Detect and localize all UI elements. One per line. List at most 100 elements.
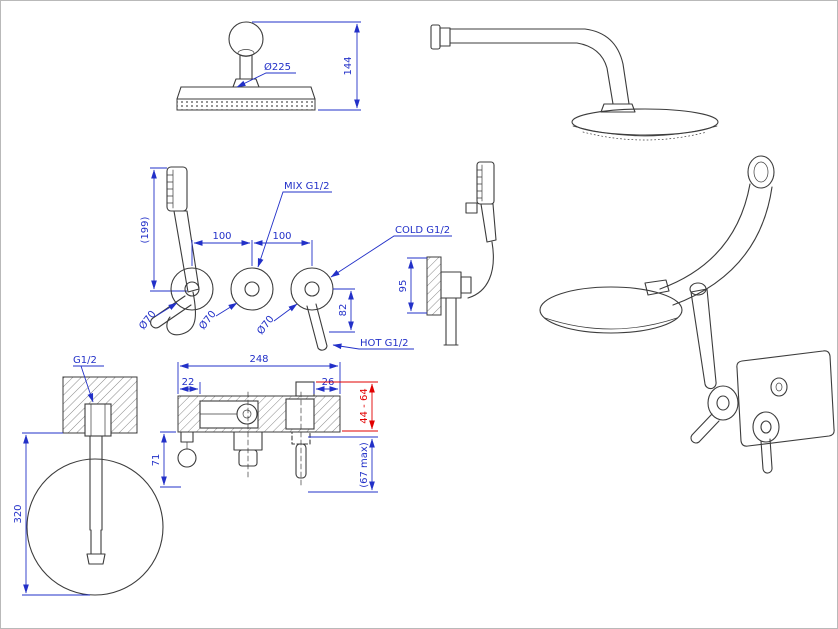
diverter-persp	[770, 377, 788, 397]
flange-collar	[439, 27, 451, 47]
shower-head-disc	[571, 108, 719, 136]
leader-line	[332, 343, 414, 350]
dim-lever-drop: 82	[329, 288, 355, 333]
handshower-cap-persp	[689, 282, 707, 296]
view-section: 248 22 26 44 - 64 71 (67 max)	[151, 354, 378, 493]
dim-label-max-depth: (67 max)	[359, 442, 370, 488]
nozzle-dots	[582, 131, 708, 141]
view-handshower-front: (199)	[140, 166, 200, 336]
knob-center	[230, 267, 274, 311]
label-cold-port: COLD G1/2	[330, 225, 452, 278]
leader-line	[73, 365, 104, 402]
handshower-handle	[173, 210, 200, 293]
drop-pipe	[239, 55, 253, 80]
spray-face	[176, 98, 316, 111]
dim-spout-height: 320	[13, 432, 90, 596]
dim-label-wall-range: 44 - 64	[359, 388, 370, 423]
valve-cap-side	[460, 276, 472, 294]
arm-socket	[237, 49, 255, 57]
dim-label-width: 248	[249, 354, 268, 365]
dim-handshower-length: (199)	[140, 167, 187, 292]
handshower-handle-side	[480, 203, 497, 243]
cartridge-spindle	[242, 409, 252, 419]
arm-outer-line	[449, 28, 630, 105]
label-hot-port: HOT G1/2	[332, 338, 414, 350]
dim-label-lever-drop: 82	[338, 304, 349, 317]
outlet-pipe-side	[443, 297, 459, 346]
wall-flange-persp	[747, 155, 775, 189]
dim-label-left-offset: 22	[182, 377, 195, 388]
dim-side-depth: 95	[398, 257, 427, 314]
extension-lines	[316, 381, 378, 432]
dim-section-width: 248	[177, 354, 341, 394]
extension-lines	[160, 431, 181, 488]
dim-label-dia-center: Ø70	[197, 308, 219, 332]
leader-line	[236, 72, 296, 88]
wall-flange	[430, 24, 441, 50]
dim-label-body-height: 71	[151, 454, 162, 467]
shower-head-persp	[539, 286, 683, 334]
knob2-persp	[752, 411, 780, 443]
hose-loop	[166, 291, 196, 336]
spout-curve-circle	[26, 458, 164, 596]
dim-label-head-diameter: Ø225	[264, 61, 291, 73]
label-spout-thread: G1/2	[73, 355, 104, 402]
dim-section-height: 71	[151, 431, 181, 488]
lever-left	[150, 295, 192, 329]
dim-max-depth: (67 max)	[308, 436, 378, 493]
arm-inner-line	[449, 42, 614, 105]
dim-overhead-diameter: Ø225	[236, 61, 296, 88]
outlet-port	[180, 431, 194, 443]
view-spout-side: G1/2 320	[13, 355, 164, 596]
label-mix-thread: MIX G1/2	[284, 181, 329, 192]
handshower-face-lines	[166, 169, 174, 209]
extension-lines	[22, 432, 90, 596]
knob-left-hub	[184, 281, 200, 297]
lever1-persp	[690, 413, 720, 444]
extension-lines	[308, 436, 378, 493]
view-shower-arm-side	[430, 24, 719, 141]
label-hot-thread: HOT G1/2	[360, 338, 409, 349]
head-underside	[572, 125, 718, 137]
spout-tip	[86, 529, 106, 565]
dim-knob-diameters: Ø70 Ø70 Ø70	[137, 302, 298, 337]
mixer-backplate-persp	[736, 350, 835, 447]
knob-center-hub	[244, 281, 260, 297]
dim-label-right-offset: 26	[322, 377, 335, 388]
spout-pipe	[89, 435, 103, 531]
leader-line	[257, 191, 332, 268]
label-spout-thread-text: G1/2	[73, 355, 97, 366]
extension-lines	[329, 288, 355, 333]
leader-center	[215, 302, 238, 317]
diverter-cavity	[285, 398, 315, 430]
knob-right-hub	[304, 281, 320, 297]
diverter-sleeve	[295, 381, 315, 397]
spout-inlet	[84, 403, 112, 437]
handshower-body-persp	[690, 288, 717, 390]
dim-label-dia-right: Ø70	[255, 313, 277, 337]
label-mix-port: MIX G1/2	[257, 181, 332, 268]
head-connector-persp	[644, 279, 670, 296]
wall-bracket	[465, 202, 478, 214]
knob1-persp	[707, 385, 739, 421]
dim-section-left-offset: 22	[179, 377, 201, 394]
dim-label-pitch-right: 100	[272, 231, 291, 242]
wall-flange-inner	[753, 161, 769, 183]
dim-wall-finish-range: 44 - 64	[316, 381, 378, 432]
label-cold-thread: COLD G1/2	[395, 225, 450, 236]
view-mixer-side: 95	[398, 161, 497, 346]
dim-label-depth: 95	[398, 280, 409, 293]
ceiling-flange	[228, 21, 264, 57]
hose-side	[467, 241, 494, 299]
dim-label-head-height: 144	[343, 56, 354, 75]
cartridge-bore	[236, 403, 258, 425]
lever2-persp	[760, 438, 773, 474]
lever-right	[306, 303, 328, 351]
view-perspective	[539, 155, 835, 474]
arm-curve-outer	[659, 183, 751, 290]
dim-label-handshower-length: (199)	[140, 216, 151, 243]
extension-lines	[177, 362, 341, 394]
outlet-nut	[177, 448, 197, 468]
